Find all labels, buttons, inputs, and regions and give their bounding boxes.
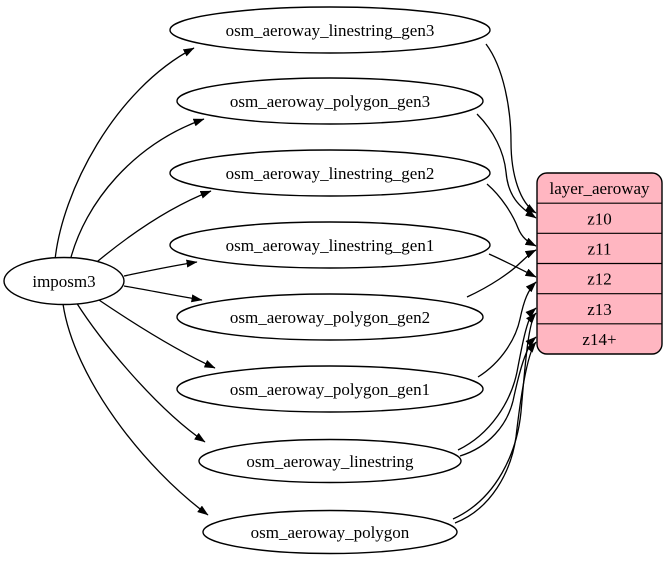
record-node-layer_aeroway: layer_aeroway z10 z11 z12 z13 z14+ xyxy=(536,172,663,355)
node-osm_aeroway_polygon_gen2 xyxy=(176,293,484,341)
edge-osm_aeroway_polygon_gen1-to-z12 xyxy=(477,281,537,378)
edge-imposm3-to-osm_aeroway_linestring_gen2 xyxy=(91,190,212,267)
edge-imposm3-to-osm_aeroway_polygon_gen2 xyxy=(123,285,203,303)
edge-osm_aeroway_polygon_gen3-to-z10 xyxy=(476,113,537,219)
edge-osm_aeroway_polygon-to-z14+ xyxy=(454,341,537,524)
record-row-z13: z13 xyxy=(587,300,612,319)
record-title: layer_aeroway xyxy=(549,179,650,198)
node-label-osm_aeroway_polygon_gen3: osm_aeroway_polygon_gen3 xyxy=(230,92,430,111)
node-osm_aeroway_polygon_gen3 xyxy=(176,77,484,125)
node-label-osm_aeroway_linestring_gen2: osm_aeroway_linestring_gen2 xyxy=(226,164,435,183)
node-osm_aeroway_linestring xyxy=(198,438,462,484)
node-imposm3 xyxy=(3,256,125,306)
node-label-osm_aeroway_polygon_gen2: osm_aeroway_polygon_gen2 xyxy=(230,308,430,327)
record-row-z10: z10 xyxy=(587,209,612,228)
record-row-z11: z11 xyxy=(588,239,612,258)
edge-imposm3-to-osm_aeroway_polygon xyxy=(62,303,209,516)
edge-osm_aeroway_linestring_gen3-to-z10 xyxy=(485,43,537,214)
nodes-group: imposm3 osm_aeroway_linestring_gen3 osm_ae… xyxy=(3,6,491,555)
node-osm_aeroway_polygon_gen1 xyxy=(176,365,484,413)
node-label-osm_aeroway_polygon_gen1: osm_aeroway_polygon_gen1 xyxy=(230,380,430,399)
edge-osm_aeroway_linestring_gen2-to-z11 xyxy=(486,183,537,247)
edge-imposm3-to-osm_aeroway_polygon_gen3 xyxy=(69,118,205,262)
edge-osm_aeroway_polygon-to-z13 xyxy=(452,312,537,520)
node-label-osm_aeroway_linestring_gen1: osm_aeroway_linestring_gen1 xyxy=(226,236,435,255)
edge-imposm3-to-osm_aeroway_linestring_gen3 xyxy=(54,47,195,261)
record-row-z12: z12 xyxy=(587,270,612,289)
edge-imposm3-to-osm_aeroway_polygon_gen1 xyxy=(95,297,216,369)
node-osm_aeroway_linestring_gen3 xyxy=(169,6,491,54)
node-osm_aeroway_polygon xyxy=(202,509,458,555)
node-label-osm_aeroway_linestring: osm_aeroway_linestring xyxy=(246,452,414,471)
node-osm_aeroway_linestring_gen1 xyxy=(169,221,491,269)
edge-imposm3-to-osm_aeroway_linestring_gen1 xyxy=(123,259,198,277)
record-row-z14+: z14+ xyxy=(582,330,616,349)
edge-imposm3-to-osm_aeroway_linestring xyxy=(75,301,206,443)
edge-osm_aeroway_linestring_gen1-to-z12 xyxy=(488,253,537,278)
edges-group xyxy=(54,43,537,524)
node-label-osm_aeroway_linestring_gen3: osm_aeroway_linestring_gen3 xyxy=(226,21,435,40)
edge-osm_aeroway_polygon_gen2-to-z11 xyxy=(466,249,537,298)
node-label-imposm3: imposm3 xyxy=(32,272,95,291)
node-label-osm_aeroway_polygon: osm_aeroway_polygon xyxy=(251,523,410,542)
node-osm_aeroway_linestring_gen2 xyxy=(169,149,491,197)
